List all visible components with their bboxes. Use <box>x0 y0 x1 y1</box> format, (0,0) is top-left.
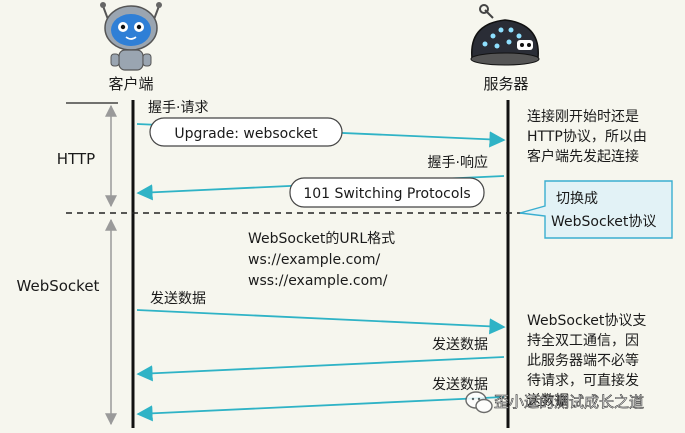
send-data-server-label-2: 发送数据 <box>432 377 488 393</box>
send-data-client-label: 发送数据 <box>150 291 206 307</box>
full-duplex-note-line-1: WebSocket协议支 <box>527 313 646 329</box>
wechat-icon <box>465 391 493 414</box>
send-data-server-label-1: 发送数据 <box>432 337 488 353</box>
server-send-data-arrow-1 <box>136 356 505 382</box>
switch-callout-line-1: 切换成 <box>556 190 598 207</box>
http-start-note-line-1: 连接刚开始时还是 <box>527 108 639 125</box>
switching-status-box <box>289 177 485 208</box>
url-format-ws: ws://example.com/ <box>248 252 381 268</box>
handshake-response-label: 握手·响应 <box>428 154 488 171</box>
server-label: 服务器 <box>483 75 528 93</box>
upgrade-header-box <box>149 117 343 147</box>
http-phase-label: HTTP <box>57 150 95 168</box>
websocket-phase-label: WebSocket <box>17 277 100 295</box>
server-robot-icon <box>470 4 540 66</box>
full-duplex-note-line-5: 送数据 <box>527 393 569 409</box>
http-start-note-line-2: HTTP协议，所以由 <box>527 129 647 145</box>
url-format-wss: wss://example.com/ <box>248 273 388 289</box>
server-send-data-arrow-2 <box>136 396 505 422</box>
robot-icon <box>100 2 162 71</box>
client-send-data-arrow <box>136 309 506 335</box>
switch-callout-line-2: WebSocket协议 <box>551 214 656 230</box>
url-format-title: WebSocket的URL格式 <box>248 231 395 247</box>
client-label: 客户端 <box>108 75 153 93</box>
upgrade-header-text: Upgrade: websocket <box>174 126 318 142</box>
http-start-note-line-3: 客户端先发起连接 <box>527 148 639 165</box>
full-duplex-note-line-4: 待请求，可直接发 <box>527 372 639 389</box>
handshake-request-label: 握手·请求 <box>148 100 208 116</box>
watermark-text: 歪小逗的测试成长之道 <box>494 393 644 411</box>
full-duplex-note-line-2: 持全双工通信，因 <box>527 332 639 349</box>
switch-callout-box <box>519 180 673 239</box>
switching-status-text: 101 Switching Protocols <box>303 186 470 202</box>
full-duplex-note-line-3: 此服务器端不必等 <box>527 352 639 369</box>
